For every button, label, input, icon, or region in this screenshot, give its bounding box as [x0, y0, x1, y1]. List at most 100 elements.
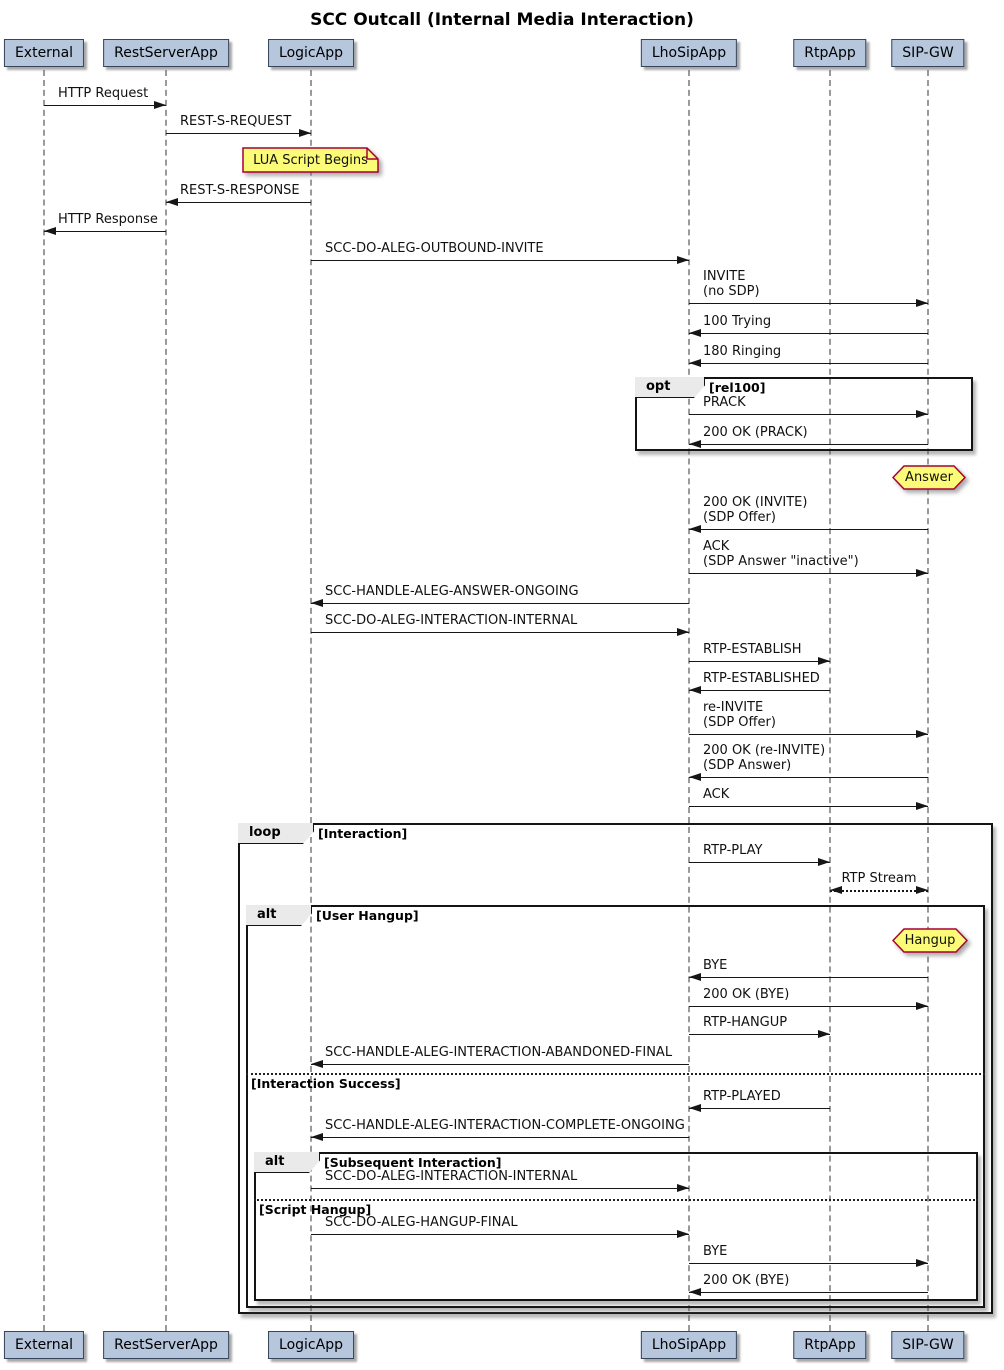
participant-box-lhosipapp-bottom: LhoSipApp: [640, 1331, 738, 1359]
participant-box-external-bottom: External: [3, 1331, 85, 1359]
message-line: [166, 202, 311, 203]
participant-box-rtpapp-bottom: RtpApp: [793, 1331, 867, 1359]
participant-box-sip-gw-bottom: SIP-GW: [891, 1331, 965, 1359]
lifeline-lhosipapp: [688, 70, 690, 1331]
arrowhead-left-icon: [311, 599, 323, 607]
message-label: ACK: [703, 787, 730, 802]
frame-opt-label: opt: [635, 377, 705, 398]
message-line: [689, 862, 830, 863]
participant-box-restserverapp-bottom: RestServerApp: [103, 1331, 229, 1359]
message-line: [830, 890, 928, 892]
arrowhead-right-icon: [818, 858, 830, 866]
arrowhead-left-icon: [689, 973, 701, 981]
participant-box-sip-gw-top: SIP-GW: [891, 39, 965, 67]
note-lua-script: LUA Script Begins: [242, 147, 379, 173]
message-line: [689, 333, 928, 334]
message-line: [689, 1292, 928, 1293]
arrowhead-right-icon: [916, 1259, 928, 1267]
message-label: SCC-DO-ALEG-INTERACTION-INTERNAL: [325, 1169, 578, 1184]
arrowhead-right-icon: [677, 256, 689, 264]
lifeline-sip-gw: [927, 70, 929, 1331]
message-line: [689, 734, 928, 735]
message-label: HTTP Request: [58, 86, 149, 101]
frame-loop: [238, 823, 993, 1314]
message-line: [689, 414, 928, 415]
arrowhead-left-icon: [689, 359, 701, 367]
message-line: [689, 1108, 830, 1109]
message-line: [311, 603, 689, 604]
message-label: REST-S-REQUEST: [180, 114, 292, 129]
message-label: RTP-PLAYED: [703, 1089, 781, 1104]
divider-label: [Interaction Success]: [251, 1076, 401, 1091]
message-label: RTP-HANGUP: [703, 1015, 788, 1030]
arrowhead-right-icon: [916, 802, 928, 810]
arrowhead-right-icon: [818, 657, 830, 665]
message-label: SCC-HANDLE-ALEG-INTERACTION-ABANDONED-FI…: [325, 1045, 673, 1060]
message-line: [44, 231, 166, 232]
arrowhead-left-icon: [311, 1133, 323, 1141]
arrowhead-right-icon: [916, 1002, 928, 1010]
message-label: REST-S-RESPONSE: [180, 183, 300, 198]
arrowhead-right-icon: [916, 299, 928, 307]
message-line: [689, 1263, 928, 1264]
message-line: [311, 632, 689, 633]
lifeline-external: [43, 70, 45, 1331]
hexagon-hangup: Hangup: [891, 928, 969, 953]
message-line: [689, 363, 928, 364]
message-line: [311, 1188, 689, 1189]
participant-box-external-top: External: [3, 39, 85, 67]
message-label: ACK(SDP Answer "inactive"): [703, 539, 859, 569]
message-label: 200 OK (re-INVITE)(SDP Answer): [703, 743, 826, 773]
note-label: LUA Script Begins: [253, 152, 368, 168]
arrowhead-left-icon: [689, 1104, 701, 1112]
divider-line: [246, 1073, 985, 1075]
message-label: RTP-ESTABLISH: [703, 642, 802, 657]
hexagon-label: Answer: [905, 470, 953, 485]
diagram-title: SCC Outcall (Internal Media Interaction): [310, 10, 694, 30]
message-label: 180 Ringing: [703, 344, 782, 359]
lifeline-logicapp: [310, 70, 312, 1331]
message-line: [689, 1006, 928, 1007]
message-line: [689, 690, 830, 691]
message-line: [689, 977, 928, 978]
message-line: [689, 444, 928, 445]
note-shape-icon: [242, 147, 379, 173]
message-label: RTP-ESTABLISHED: [703, 671, 820, 686]
message-label: HTTP Response: [58, 212, 158, 227]
frame-alt-condition: [Subsequent Interaction]: [324, 1155, 502, 1170]
message-line: [689, 777, 928, 778]
participant-box-logicapp-bottom: LogicApp: [268, 1331, 354, 1359]
participant-box-restserverapp-top: RestServerApp: [103, 39, 229, 67]
message-label: re-INVITE(SDP Offer): [703, 700, 776, 730]
message-label: 200 OK (BYE): [703, 1273, 790, 1288]
arrowhead-right-icon: [677, 1184, 689, 1192]
message-line: [311, 1137, 689, 1138]
message-label: INVITE(no SDP): [703, 269, 760, 299]
message-label: 200 OK (BYE): [703, 987, 790, 1002]
message-line: [689, 661, 830, 662]
arrowhead-right-icon: [916, 410, 928, 418]
message-label: RTP Stream: [841, 871, 917, 886]
arrowhead-left-icon: [44, 227, 56, 235]
arrowhead-left-icon: [689, 1288, 701, 1296]
arrowhead-left-icon: [689, 686, 701, 694]
participant-box-rtpapp-top: RtpApp: [793, 39, 867, 67]
arrowhead-left-icon: [689, 525, 701, 533]
message-label: SCC-HANDLE-ALEG-ANSWER-ONGOING: [325, 584, 579, 599]
hexagon-shape-icon: [891, 465, 967, 490]
message-label: PRACK: [703, 395, 746, 410]
message-line: [689, 529, 928, 530]
arrowhead-right-icon: [916, 886, 928, 894]
participant-box-lhosipapp-top: LhoSipApp: [640, 39, 738, 67]
hexagon-label: Hangup: [904, 933, 956, 948]
message-label: 100 Trying: [703, 314, 772, 329]
hexagon-shape-icon: [891, 928, 969, 953]
message-line: [689, 303, 928, 304]
divider-line: [254, 1199, 978, 1201]
message-label: BYE: [703, 1244, 728, 1259]
frame-loop-label: loop: [238, 823, 314, 844]
hexagon-answer: Answer: [891, 465, 967, 490]
frame-alt: [246, 905, 985, 1308]
message-line: [166, 133, 311, 134]
